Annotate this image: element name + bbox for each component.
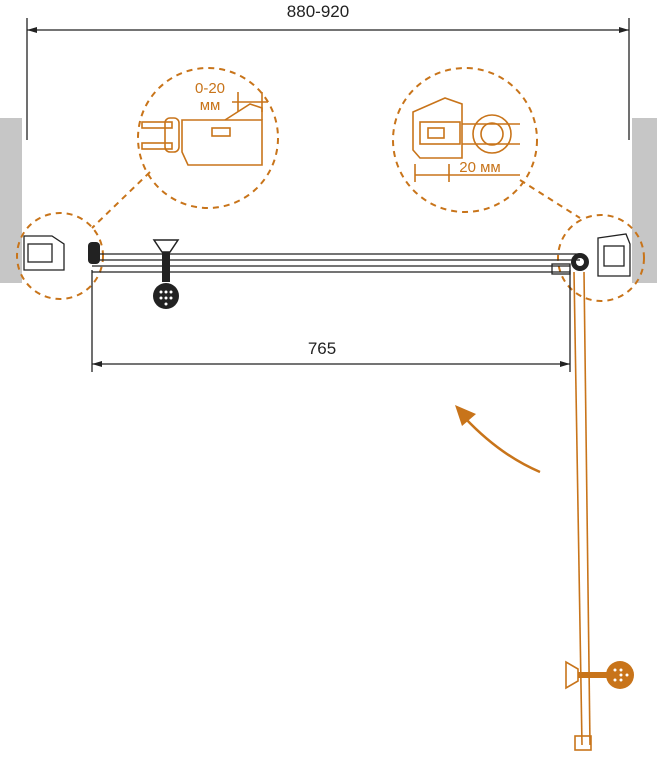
- door-width-dimension: 765: [91, 270, 571, 372]
- left-adjust-value: 0-20: [195, 80, 225, 97]
- left-hinge-detail: [16, 212, 104, 300]
- right-hinge-detail: [557, 214, 645, 302]
- door-handle-closed: [152, 239, 180, 309]
- open-door: [565, 271, 634, 751]
- opening-direction-arrow: [455, 405, 541, 474]
- total-width-dimension: 880-920: [26, 2, 630, 140]
- door-rails: [92, 253, 580, 275]
- right-gap-label: 20 мм: [459, 159, 500, 176]
- left-adjust-unit: мм: [200, 97, 221, 114]
- total-width-label: 880-920: [287, 2, 349, 21]
- left-wall: [0, 118, 22, 283]
- right-gap-detail: 20 мм: [392, 67, 581, 219]
- left-adjust-detail: 0-20 мм: [91, 67, 279, 229]
- door-width-label: 765: [308, 339, 336, 358]
